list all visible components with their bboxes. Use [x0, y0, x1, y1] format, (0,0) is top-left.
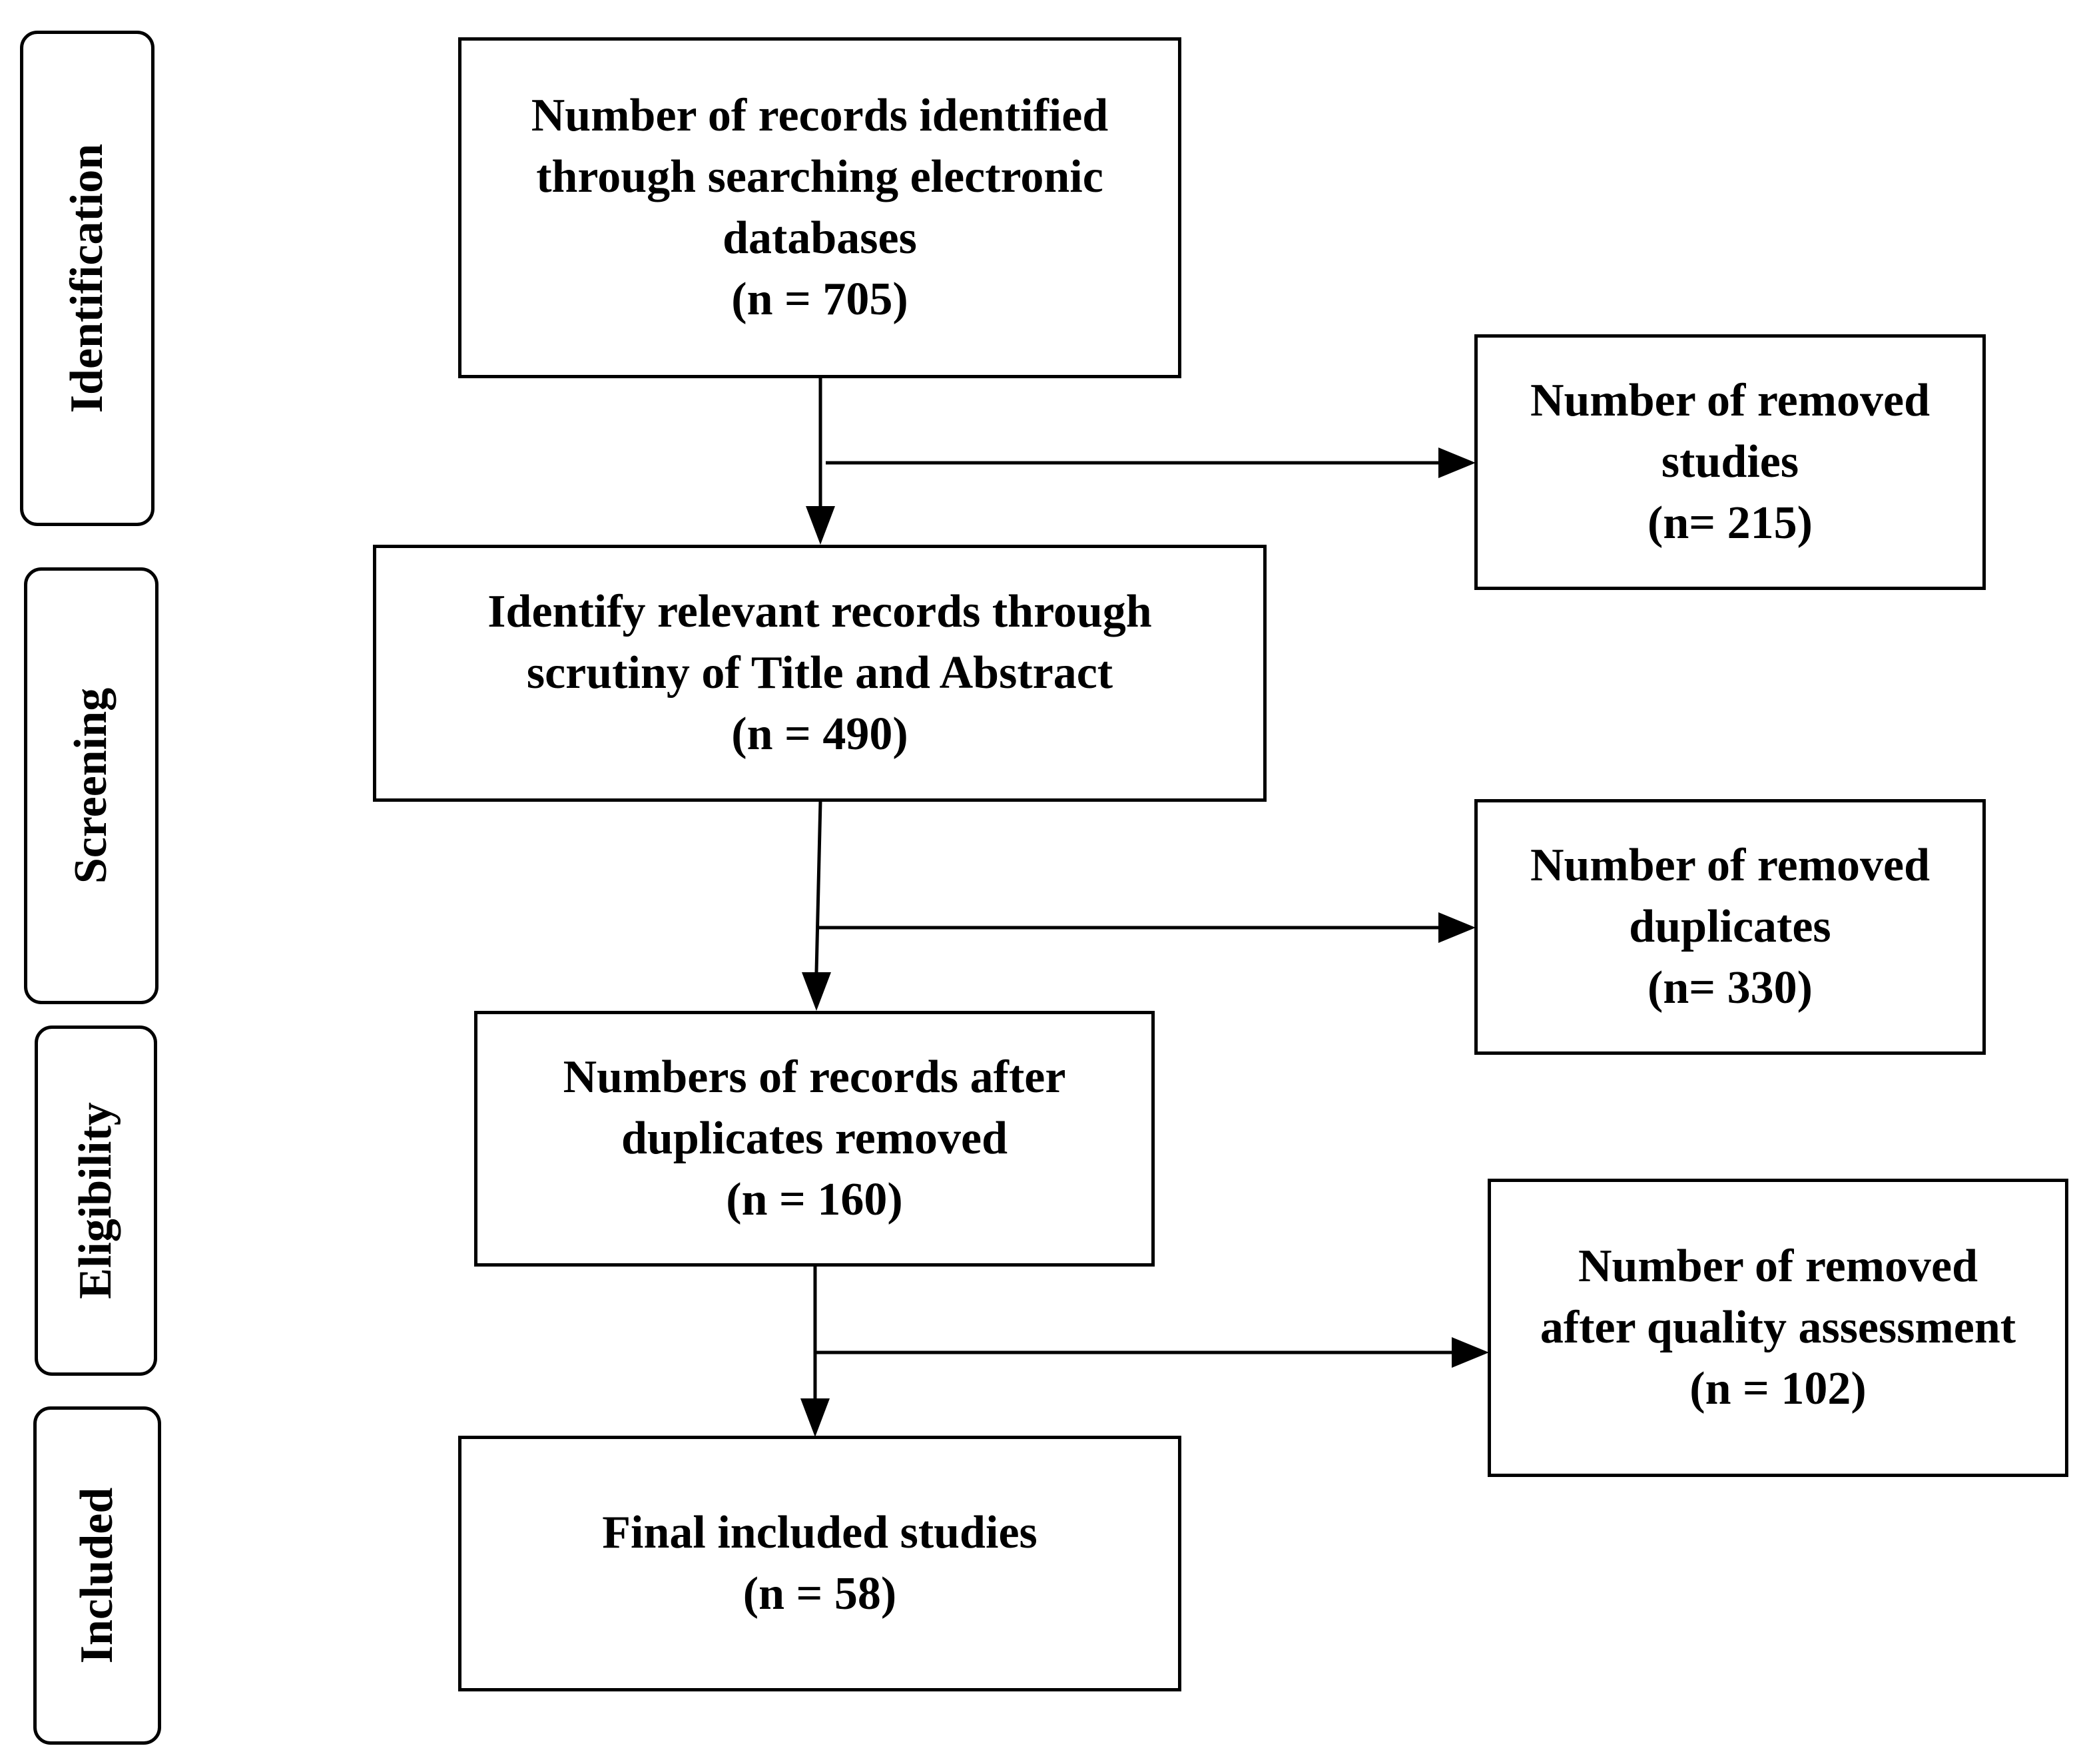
- phase-label-identification: Identification: [61, 143, 113, 414]
- box-line: Numbers of records after: [563, 1051, 1066, 1103]
- box-count: (n = 58): [743, 1568, 897, 1619]
- box-removed-studies: Number of removed studies (n= 215): [1474, 334, 1986, 590]
- arrow-screened-to-after-duplicates: [814, 800, 822, 973]
- box-count: (n = 160): [726, 1174, 903, 1225]
- arrowhead-down-1: [806, 506, 835, 545]
- box-line: after quality assessment: [1540, 1302, 2016, 1353]
- box-records-screened: Identify relevant records through scruti…: [373, 545, 1267, 802]
- box-count: (n= 330): [1647, 962, 1813, 1014]
- box-count: (n = 102): [1689, 1363, 1867, 1414]
- box-count: (n = 490): [731, 709, 908, 760]
- arrowhead-right-1: [1438, 447, 1476, 478]
- box-line: Number of removed: [1578, 1241, 1978, 1292]
- box-line: scrutiny of Title and Abstract: [526, 647, 1113, 699]
- box-records-identified: Number of records identified through sea…: [458, 37, 1181, 378]
- box-count: (n= 215): [1647, 497, 1813, 549]
- phase-label-included: Included: [71, 1487, 123, 1664]
- arrowhead-down-3: [800, 1398, 830, 1437]
- box-line: Number of records identified: [531, 90, 1109, 141]
- phase-screening: Screening: [24, 567, 158, 1004]
- box-records-after-duplicates: Numbers of records after duplicates remo…: [474, 1011, 1155, 1267]
- box-removed-duplicates: Number of removed duplicates (n= 330): [1474, 799, 1986, 1055]
- box-line: through searching electronic: [536, 151, 1103, 202]
- box-line: duplicates: [1629, 901, 1831, 952]
- phase-identification: Identification: [20, 31, 154, 526]
- box-count: (n = 705): [731, 274, 908, 325]
- phase-eligibility: Eligibility: [35, 1026, 157, 1376]
- box-line: studies: [1661, 436, 1799, 487]
- box-removed-quality: Number of removed after quality assessme…: [1488, 1179, 2068, 1477]
- arrowhead-down-2: [802, 972, 831, 1011]
- box-line: databases: [723, 212, 917, 264]
- box-line: duplicates removed: [621, 1113, 1008, 1164]
- arrowhead-right-3: [1452, 1337, 1489, 1368]
- box-line: Number of removed: [1530, 375, 1931, 426]
- arrowhead-right-2: [1438, 912, 1476, 943]
- box-line: Identify relevant records through: [487, 586, 1152, 637]
- box-line: Final included studies: [602, 1507, 1038, 1558]
- phase-label-screening: Screening: [65, 687, 117, 884]
- phase-label-eligibility: Eligibility: [70, 1102, 121, 1299]
- phase-included: Included: [33, 1406, 161, 1745]
- box-final-included: Final included studies (n = 58): [458, 1436, 1181, 1691]
- box-line: Number of removed: [1530, 840, 1931, 891]
